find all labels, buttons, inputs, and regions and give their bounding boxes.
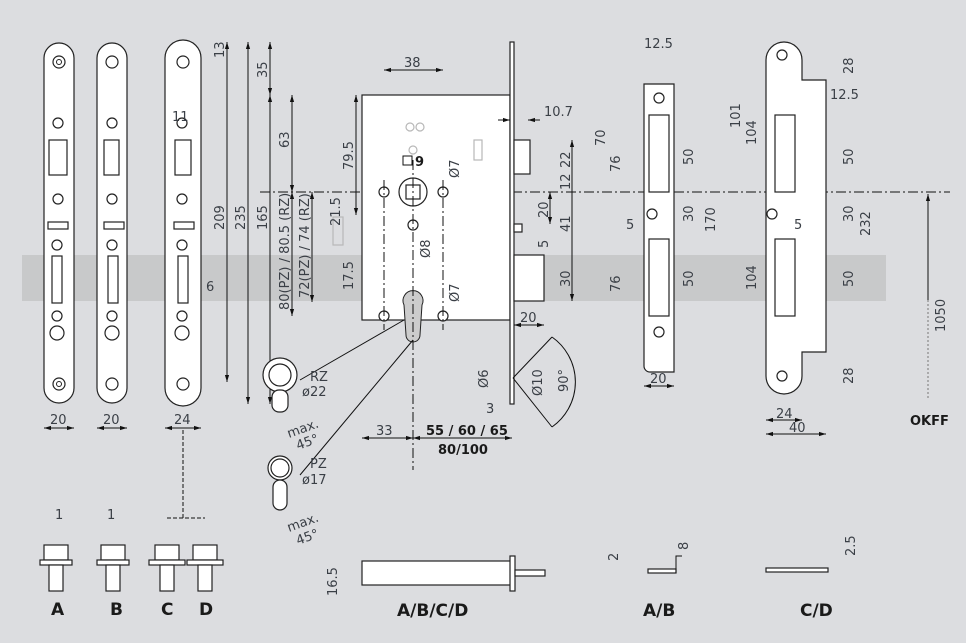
- dim-hole-7a: Ø7: [448, 159, 463, 178]
- dim-5: 5: [537, 240, 552, 248]
- side-view-ab-label: A/B: [643, 601, 675, 621]
- cylinder-rz-type: RZ: [310, 370, 328, 385]
- variant-label-a: A: [51, 600, 65, 620]
- variant-b-offset: 1: [107, 508, 115, 523]
- dim-strike-cd-104b: 104: [745, 265, 760, 290]
- faceplate-a: [43, 42, 75, 404]
- cylinder-rz-angle: 45°: [294, 432, 321, 454]
- dim-13: 13: [213, 41, 228, 58]
- dim-latch-width: 11: [172, 110, 189, 125]
- dim-41: 41: [559, 215, 574, 232]
- dim-30: 30: [559, 270, 574, 287]
- dim-21-5: 21.5: [329, 197, 344, 226]
- floor-height-1050: 1050: [934, 299, 949, 332]
- side-view-cd: [765, 567, 829, 573]
- dim-strike-ab-76a: 76: [609, 155, 624, 172]
- dim-strike-cd-50a: 50: [842, 148, 857, 165]
- dim-strike-ab-70: 70: [594, 129, 609, 146]
- faceplate-b: [96, 42, 128, 404]
- side-view-cd-label: C/D: [800, 601, 833, 621]
- strike-plate-ab: [643, 83, 675, 373]
- dim-strike-ab-5: 5: [626, 218, 634, 233]
- dim-strike-ab-50b: 50: [682, 270, 697, 287]
- dim-235: 235: [234, 205, 249, 230]
- dim-strike-cd-50b: 50: [842, 270, 857, 287]
- dim-22: 22: [559, 151, 574, 168]
- dim-strike-cd-28b: 28: [842, 367, 857, 384]
- dim-strike-cd-28a: 28: [842, 57, 857, 74]
- dim-10-7: 10.7: [544, 105, 573, 120]
- dim-strike-cd-24: 24: [776, 407, 793, 422]
- dim-strike-cd-40: 40: [789, 421, 806, 436]
- cylinder-pz-angle: 45°: [294, 527, 321, 549]
- cylinder-rz-diameter: ø22: [302, 385, 327, 400]
- dim-strike-ab-30: 30: [682, 205, 697, 222]
- dim-strike-cd-104a: 104: [745, 120, 760, 145]
- dim-165: 165: [256, 205, 271, 230]
- dim-strike-ab-170: 170: [704, 207, 719, 232]
- dim-hole-8: Ø8: [419, 239, 434, 258]
- dim-209: 209: [213, 205, 228, 230]
- floor-label-okff: OKFF: [910, 414, 949, 429]
- variant-label-d: D: [199, 600, 213, 620]
- lock-body: [332, 41, 545, 405]
- side-view-abcd-label: A/B/C/D: [397, 601, 468, 621]
- dim-33: 33: [376, 424, 393, 439]
- dim-17-5: 17.5: [342, 261, 357, 290]
- dim-20b: 20: [520, 311, 537, 326]
- dim-hole-6: Ø6: [477, 369, 492, 388]
- faceplate-c: [164, 39, 202, 407]
- side-view-cd-dim: 2.5: [844, 535, 859, 556]
- variant-label-b: B: [110, 600, 123, 620]
- cylinder-pz: [267, 339, 414, 511]
- dim-bolt-width: 6: [206, 280, 214, 295]
- dim-strike-cd-12-5: 12.5: [830, 88, 859, 103]
- variant-a-offset: 1: [55, 508, 63, 523]
- dim-faceplate-c-width: 24: [174, 413, 191, 428]
- dim-strike-cd-101: 101: [729, 103, 744, 128]
- dim-strike-cd-30: 30: [842, 205, 857, 222]
- side-view-ab-dim-2: 2: [607, 553, 622, 561]
- dim-63: 63: [278, 131, 293, 148]
- dim-angle-90: 90°: [557, 369, 572, 392]
- dim-backsets: 55 / 60 / 65: [426, 424, 508, 439]
- dim-strike-ab-20: 20: [650, 372, 667, 387]
- dim-80pz-80-5rz: 80(PZ) / 80.5 (RZ): [278, 193, 293, 310]
- dim-strike-ab-50a: 50: [682, 148, 697, 165]
- dim-20a: 20: [537, 201, 552, 218]
- cylinder-pz-diameter: ø17: [302, 473, 327, 488]
- side-view-abcd: [361, 555, 546, 592]
- dim-hole-7b: Ø7: [448, 283, 463, 302]
- dim-faceplate-b-width: 20: [103, 413, 120, 428]
- strike-plate-cd: [765, 41, 827, 395]
- variant-details: [39, 430, 224, 592]
- side-view-ab: [647, 555, 682, 574]
- dim-3: 3: [486, 402, 494, 417]
- dim-79-5: 79.5: [342, 141, 357, 170]
- dim-backsets-2: 80/100: [438, 443, 488, 458]
- dim-strike-ab-76b: 76: [609, 275, 624, 292]
- variant-label-c: C: [161, 600, 173, 620]
- dim-strike-cd-232: 232: [859, 211, 874, 236]
- dim-spindle: 9: [415, 155, 424, 170]
- dim-strike-ab-12-5: 12.5: [644, 37, 673, 52]
- dim-35: 35: [256, 61, 271, 78]
- dim-12: 12: [559, 173, 574, 190]
- side-view-abcd-dim: 16.5: [326, 567, 341, 596]
- dim-38: 38: [404, 56, 421, 71]
- dim-hole-10: Ø10: [531, 369, 546, 396]
- dim-72pz-74rz: 72(PZ) / 74 (RZ): [298, 193, 313, 298]
- dim-faceplate-a-width: 20: [50, 413, 67, 428]
- side-view-ab-dim-8: 8: [677, 542, 692, 550]
- cylinder-rz: [262, 319, 405, 413]
- dim-strike-cd-5: 5: [794, 218, 802, 233]
- cylinder-pz-type: PZ: [310, 457, 327, 472]
